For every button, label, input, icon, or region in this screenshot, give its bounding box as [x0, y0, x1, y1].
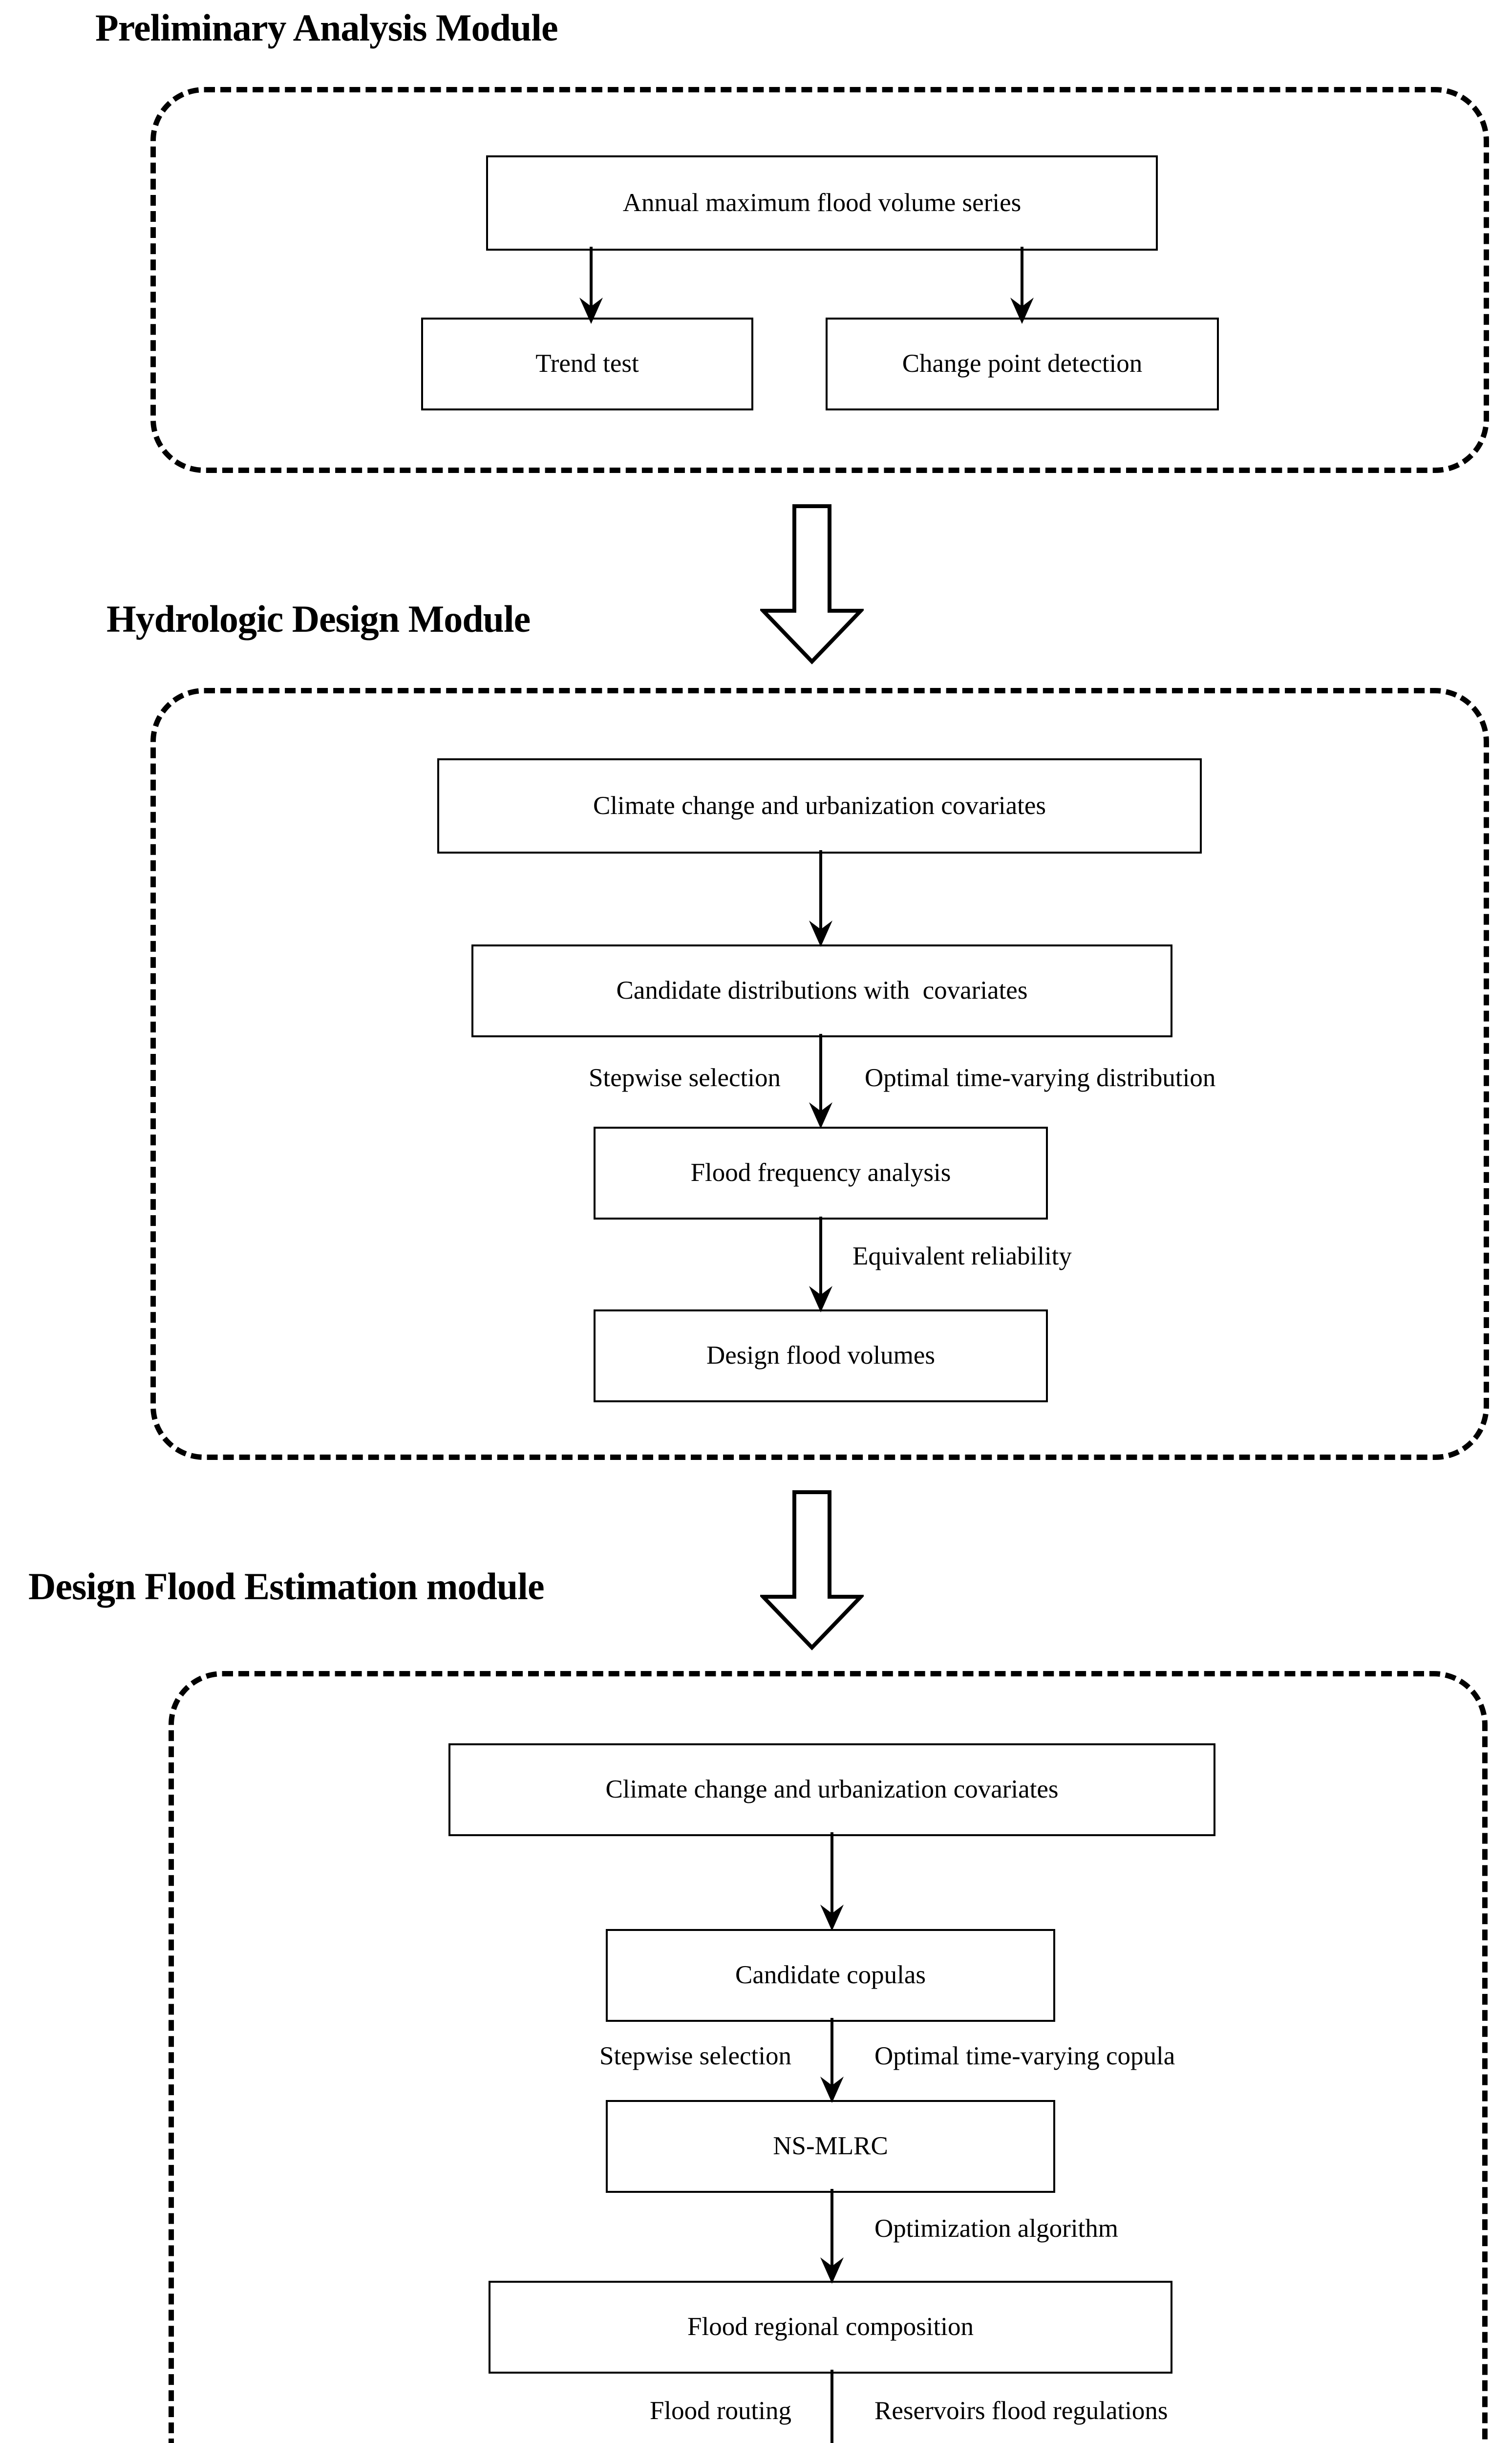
- edge-label-reservoirs-flood-regulations: Reservoirs flood regulations: [874, 2397, 1168, 2425]
- module-connector-arrow-2: [760, 1490, 864, 1650]
- node-label: Change point detection: [902, 349, 1143, 378]
- connector-flood-regional-composition-to-hydrographs: [831, 2370, 833, 2443]
- node-annual-max-flood-volume-series[interactable]: Annual maximum flood volume series: [486, 155, 1158, 251]
- node-label: Climate change and urbanization covariat…: [605, 1775, 1059, 1804]
- module-connector-arrow-1: [760, 504, 864, 664]
- node-candidate-distributions-with-covariates[interactable]: Candidate distributions with covariates: [471, 944, 1172, 1037]
- edge-label-optimal-time-varying-copula: Optimal time-varying copula: [874, 2042, 1175, 2070]
- connector-ns-mlrc-to-flood-regional-composition: [820, 2189, 844, 2284]
- module-container-design-flood-estimation: [169, 1671, 1488, 2443]
- node-label: Candidate distributions with covariates: [616, 976, 1028, 1005]
- node-change-point-detection[interactable]: Change point detection: [826, 318, 1219, 410]
- node-trend-test[interactable]: Trend test: [421, 318, 753, 410]
- edge-label-stepwise-selection-1: Stepwise selection: [589, 1064, 781, 1092]
- connector-covariates-to-candidate-distributions: [809, 850, 832, 947]
- node-label: Flood frequency analysis: [690, 1158, 951, 1187]
- connector-series-to-trend-test: [579, 247, 603, 324]
- module-title-preliminary-analysis: Preliminary Analysis Module: [95, 6, 558, 49]
- edge-label-optimal-time-varying-distribution: Optimal time-varying distribution: [865, 1064, 1216, 1092]
- node-candidate-copulas[interactable]: Candidate copulas: [606, 1929, 1055, 2022]
- connector-series-to-change-point-detection: [1010, 247, 1034, 324]
- module-container-preliminary-analysis: [150, 87, 1489, 473]
- node-label: Trend test: [535, 349, 639, 378]
- node-label: Design flood volumes: [706, 1341, 936, 1370]
- edge-label-flood-routing: Flood routing: [649, 2397, 791, 2425]
- connector-flood-frequency-to-design-flood-volumes: [809, 1217, 832, 1312]
- node-label: NS-MLRC: [773, 2132, 888, 2161]
- node-flood-frequency-analysis[interactable]: Flood frequency analysis: [594, 1127, 1048, 1220]
- edge-label-equivalent-reliability: Equivalent reliability: [852, 1242, 1072, 1270]
- edge-label-optimization-algorithm: Optimization algorithm: [874, 2214, 1118, 2243]
- module-title-hydrologic-design: Hydrologic Design Module: [106, 598, 531, 640]
- node-label: Candidate copulas: [735, 1961, 926, 1990]
- node-climate-urbanization-covariates-2[interactable]: Climate change and urbanization covariat…: [448, 1743, 1215, 1836]
- node-ns-mlrc[interactable]: NS-MLRC: [606, 2100, 1055, 2193]
- connector-covariates2-to-candidate-copulas: [820, 1832, 844, 1931]
- node-label: Annual maximum flood volume series: [622, 188, 1022, 217]
- edge-label-stepwise-selection-2: Stepwise selection: [599, 2042, 791, 2070]
- connector-candidate-copulas-to-ns-mlrc: [820, 2018, 844, 2103]
- module-container-hydrologic-design: [150, 688, 1489, 1460]
- node-design-flood-volumes[interactable]: Design flood volumes: [594, 1309, 1048, 1402]
- module-title-design-flood-estimation: Design Flood Estimation module: [28, 1565, 545, 1607]
- connector-candidate-distributions-to-flood-frequency: [809, 1034, 832, 1129]
- node-flood-regional-composition[interactable]: Flood regional composition: [489, 2281, 1172, 2374]
- node-label: Climate change and urbanization covariat…: [593, 791, 1046, 820]
- node-label: Flood regional composition: [687, 2313, 974, 2341]
- node-climate-urbanization-covariates-1[interactable]: Climate change and urbanization covariat…: [437, 758, 1202, 854]
